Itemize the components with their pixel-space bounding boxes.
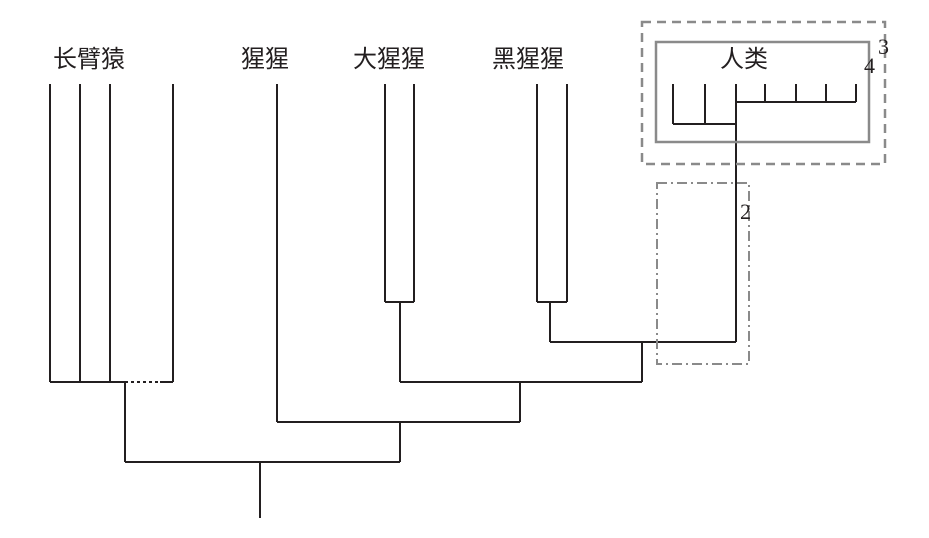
outer-dashed-box [640, 20, 887, 166]
label-box-2: 2 [740, 199, 751, 224]
inner-solid-box [654, 40, 871, 144]
label-chimpanzee: 黑猩猩 [492, 45, 564, 73]
label-box-3: 3 [878, 34, 889, 59]
label-box-4: 4 [864, 53, 875, 78]
label-gorilla: 大猩猩 [353, 45, 425, 73]
label-orangutan: 猩猩 [241, 45, 289, 73]
dash-dot-box [656, 182, 750, 365]
label-gibbon: 长臂猿 [53, 45, 125, 73]
label-human: 人类 [720, 45, 768, 73]
